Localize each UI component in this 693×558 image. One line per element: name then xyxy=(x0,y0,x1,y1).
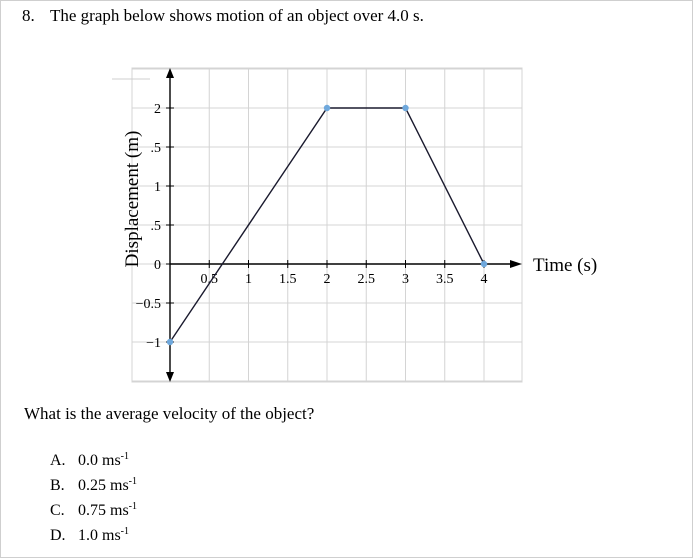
y-tick-label: 1 xyxy=(154,180,161,195)
data-point xyxy=(323,104,331,112)
choice-d[interactable]: D. 1.0 ms-1 xyxy=(50,523,137,548)
choice-exponent: -1 xyxy=(120,526,130,537)
x-axis-label: Time (s) xyxy=(533,255,597,276)
data-point xyxy=(402,104,409,112)
question-number: 8. xyxy=(22,6,35,25)
choice-value: 0.0 ms xyxy=(78,452,121,469)
x-tick-label: 4 xyxy=(481,272,488,287)
question-prompt: What is the average velocity of the obje… xyxy=(24,404,315,423)
choice-a[interactable]: A. 0.0 ms-1 xyxy=(50,448,137,473)
choice-letter: A. xyxy=(50,452,66,469)
choice-value: 0.75 ms xyxy=(78,502,129,519)
choice-letter: D. xyxy=(50,527,66,544)
x-tick-label: 3.5 xyxy=(436,272,454,287)
y-axis-arrow-down xyxy=(166,372,174,382)
y-tick-label: −0.5 xyxy=(136,297,161,312)
choice-letter: C. xyxy=(50,502,65,519)
series-line xyxy=(169,107,485,343)
x-tick-label: 1 xyxy=(245,272,252,287)
choice-letter: B. xyxy=(50,477,65,494)
answer-choices: A.0.0 ms-1 B.0.25 ms-1 C.0.75 ms-1 D.1.0… xyxy=(50,448,137,548)
y-tick-label: 2 xyxy=(154,102,161,117)
choice-value: 1.0 ms xyxy=(78,527,121,544)
data-point xyxy=(480,260,488,268)
x-axis-arrow xyxy=(510,260,522,268)
choice-b[interactable]: B. 0.25 ms-1 xyxy=(50,473,137,498)
question-stem: 8. The graph below shows motion of an obj… xyxy=(22,6,424,26)
x-tick-label: 2 xyxy=(324,272,331,287)
data-point xyxy=(166,338,174,346)
choice-exponent: -1 xyxy=(128,501,138,512)
choice-c[interactable]: C. 0.75 ms-1 xyxy=(50,498,137,523)
choice-exponent: -1 xyxy=(128,476,138,487)
y-tick-label: .5 xyxy=(151,141,162,156)
x-tick-label: 3 xyxy=(402,272,409,287)
x-tick-label: 1.5 xyxy=(279,272,297,287)
grid-border xyxy=(131,67,523,383)
y-axis-label: Displacement (m) xyxy=(122,131,143,268)
question-text: The graph below shows motion of an objec… xyxy=(50,6,424,25)
y-axis-arrow-up xyxy=(166,68,174,78)
y-tick-label: .5 xyxy=(151,219,162,234)
choice-value: 0.25 ms xyxy=(78,477,129,494)
choice-exponent: -1 xyxy=(120,451,130,462)
y-tick-label: −1 xyxy=(146,336,161,351)
y-tick-label: 0 xyxy=(154,258,161,273)
x-tick-label: 2.5 xyxy=(358,272,376,287)
